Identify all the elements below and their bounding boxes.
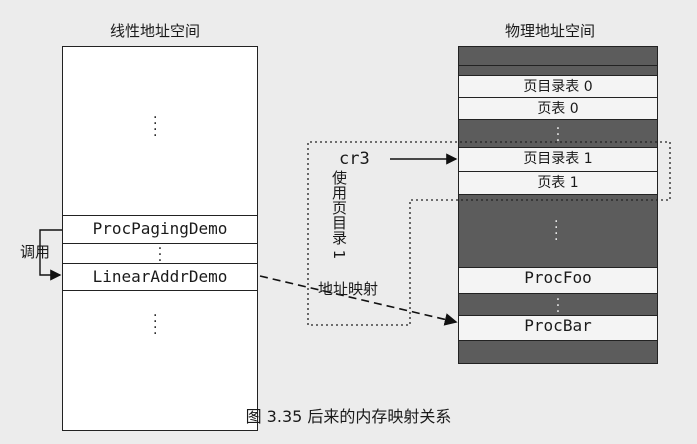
linear-space-title: 线性地址空间 <box>110 22 201 40</box>
page-directory-1-block: 页目录表 1 <box>459 147 657 171</box>
address-map-arrow <box>259 275 458 326</box>
proc-paging-demo-label: ProcPagingDemo <box>92 219 228 238</box>
phys-top-gap <box>459 65 657 66</box>
proc-bar-label: ProcBar <box>524 316 592 335</box>
proc-foo-label: ProcFoo <box>524 268 592 287</box>
page-table-0-block: 页表 0 <box>459 97 657 119</box>
page-table-1-block: 页表 1 <box>459 171 657 195</box>
call-arrow <box>39 229 62 281</box>
ellipsis-phys-1: ··· <box>555 121 561 149</box>
gap-block: ··· <box>63 241 257 269</box>
ellipsis-phys-3: ··· <box>555 292 561 320</box>
page-table-1-label: 页表 1 <box>537 175 579 191</box>
use-page-directory-note: 使用页目录 1 <box>330 170 348 260</box>
page-directory-1-label: 页目录表 1 <box>523 151 593 167</box>
gap-foo-bar: ··· <box>459 292 657 320</box>
linear-addr-demo-label: LinearAddrDemo <box>92 267 228 286</box>
physical-address-space: 页目录表 0 页表 0 ··· 页目录表 1 页表 1 ···· ProcFoo… <box>458 46 658 364</box>
proc-foo-block: ProcFoo <box>459 267 657 293</box>
ellipsis-top: ···· <box>153 110 158 144</box>
figure-caption: 图 3.35 后来的内存映射关系 <box>245 407 452 426</box>
linear-addr-demo-block: LinearAddrDemo <box>63 263 257 291</box>
cr3-label: cr3 <box>339 149 370 169</box>
physical-space-title: 物理地址空间 <box>505 22 596 40</box>
proc-bar-block: ProcBar <box>459 315 657 341</box>
page-table-0-label: 页表 0 <box>537 101 579 117</box>
page-directory-0-block: 页目录表 0 <box>459 75 657 97</box>
ellipsis-bottom: ···· <box>153 308 158 342</box>
ellipsis-phys-2: ···· <box>554 214 559 248</box>
proc-paging-demo-block: ProcPagingDemo <box>63 215 257 243</box>
linear-address-space: ···· ProcPagingDemo ··· LinearAddrDemo ·… <box>62 46 258 431</box>
ellipsis-mid: ··· <box>157 241 163 269</box>
address-map-label: 地址映射 <box>318 280 379 298</box>
call-label: 调用 <box>20 243 51 261</box>
page-directory-0-label: 页目录表 0 <box>523 79 593 95</box>
